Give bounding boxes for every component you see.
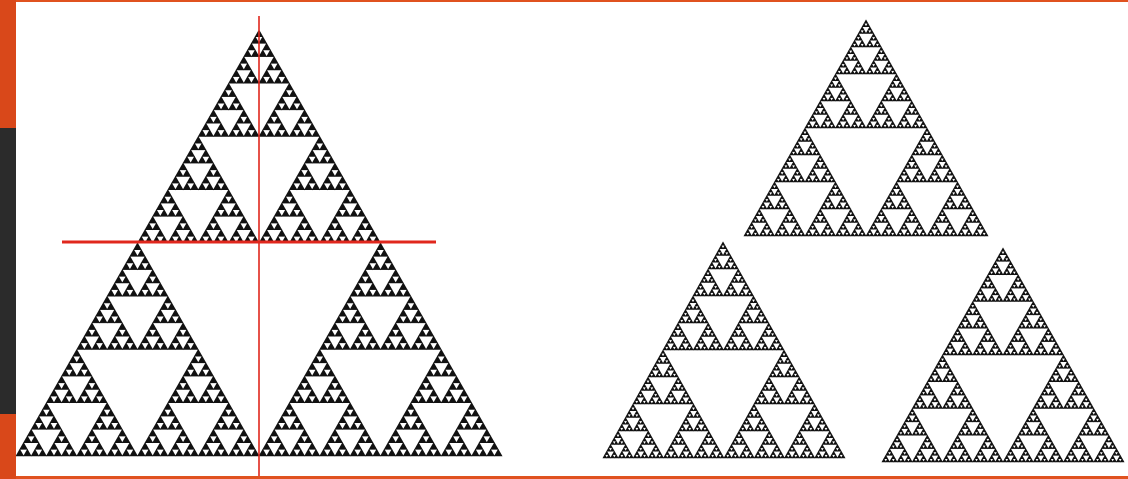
dark-side-block xyxy=(0,128,16,414)
right-top-sierpinski-triangle xyxy=(744,20,988,236)
right-three-triangles xyxy=(603,20,1124,462)
right-bottom-right-sierpinski-triangle xyxy=(882,248,1124,462)
sierpinski-figure xyxy=(16,2,1128,476)
right-bottom-left-sierpinski-triangle xyxy=(603,242,845,458)
left-sierpinski-triangle xyxy=(16,16,502,476)
figure-canvas xyxy=(16,2,1128,476)
